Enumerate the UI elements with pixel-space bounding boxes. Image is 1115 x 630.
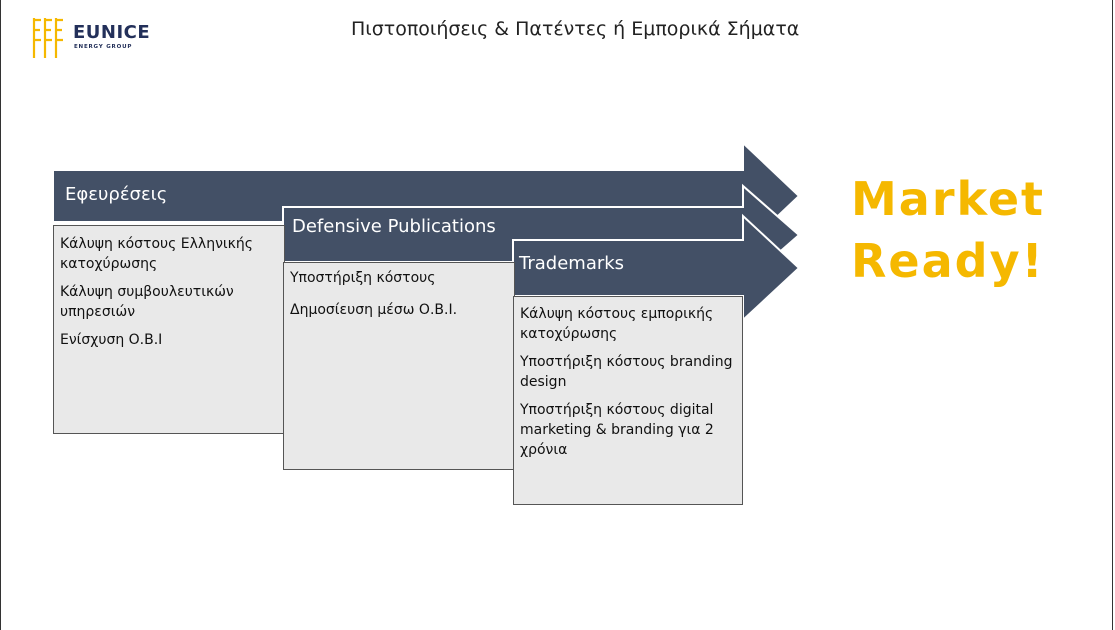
- logo-subtext: ENERGY GROUP: [74, 44, 133, 50]
- stage-label-defensive-publications: Defensive Publications: [292, 216, 496, 237]
- stage-box-inventions: Κάλυψη κόστους Ελληνικής κατοχύρωσης Κάλ…: [53, 225, 285, 434]
- list-item: Κάλυψη κόστους Ελληνικής κατοχύρωσης: [60, 236, 253, 272]
- company-logo: EUNICE ENERGY GROUP: [31, 14, 176, 64]
- stage-label-inventions: Εφευρέσεις: [65, 184, 168, 205]
- logo-mark-icon: [32, 18, 63, 58]
- page-title: Πιστοποιήσεις & Πατέντες ή Εμπορικά Σήμα…: [351, 18, 800, 40]
- list-item: Κάλυψη συμβουλευτικών υπηρεσιών: [60, 284, 234, 320]
- market-ready-line-1: Market: [851, 172, 1046, 226]
- list-item: Υποστήριξη κόστους: [290, 270, 436, 286]
- list-item: Υποστήριξη κόστους branding design: [520, 354, 733, 390]
- list-item: Κάλυψη κόστους εμπορικής κατοχύρωσης: [520, 306, 714, 342]
- market-ready-callout: Market Ready!: [851, 168, 1071, 292]
- stage-label-trademarks: Trademarks: [519, 253, 625, 274]
- list-item: Υποστήριξη κόστους digital marketing & b…: [520, 402, 714, 458]
- list-item: Δημοσίευση μέσω Ο.Β.Ι.: [290, 302, 458, 318]
- market-ready-line-2: Ready!: [851, 234, 1045, 288]
- list-item: Ενίσχυση Ο.Β.Ι: [60, 332, 163, 348]
- logo-brand-text: EUNICE: [73, 22, 151, 43]
- stage-box-defensive-publications: Υποστήριξη κόστους Δημοσίευση μέσω Ο.Β.Ι…: [283, 262, 515, 470]
- stage-box-trademarks: Κάλυψη κόστους εμπορικής κατοχύρωσης Υπο…: [513, 296, 743, 505]
